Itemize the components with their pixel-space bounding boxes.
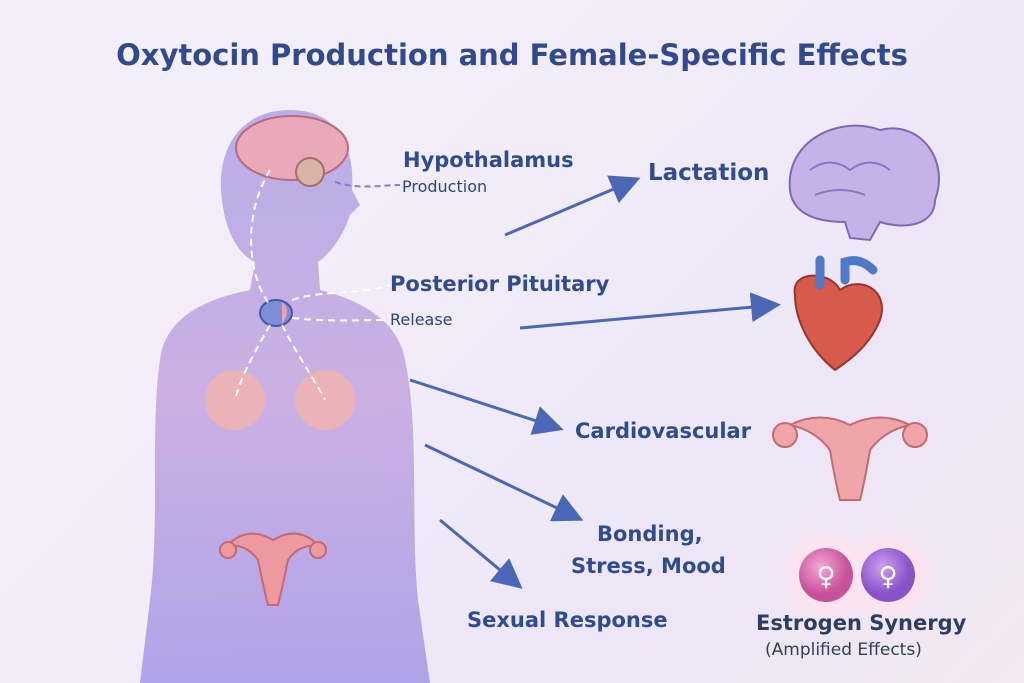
amplified-effects-label: (Amplified Effects)	[765, 640, 922, 660]
estrogen-synergy-icon: ♀ ♀	[776, 525, 938, 625]
female-silhouette	[140, 110, 430, 683]
stress-mood-label: Stress, Mood	[571, 554, 726, 578]
sexual-response-label: Sexual Response	[467, 608, 668, 632]
hypothalamus-label: Hypothalamus	[403, 148, 574, 172]
brain-icon-in-head	[235, 115, 349, 187]
pituitary-gland-icon	[259, 299, 293, 327]
svg-text:♀: ♀	[816, 562, 835, 592]
cardiovascular-label: Cardiovascular	[575, 419, 752, 443]
brain-icon	[788, 124, 940, 242]
release-label: Release	[390, 310, 453, 329]
production-label: Production	[402, 177, 488, 196]
uterus-icon	[772, 416, 928, 501]
estrogen-synergy-label: Estrogen Synergy	[756, 611, 967, 635]
lactation-label: Lactation	[648, 160, 770, 186]
hormone-pathway-dashed-lines	[234, 169, 391, 401]
hypothalamus-pointer	[334, 181, 401, 188]
effect-arrows	[409, 175, 781, 589]
svg-text:♀: ♀	[878, 562, 897, 592]
uterus-icon-in-body	[219, 532, 327, 606]
page-title: Oxytocin Production and Female-Specific …	[116, 38, 908, 72]
posterior-pituitary-label: Posterior Pituitary	[390, 272, 610, 296]
heart-icon	[793, 255, 883, 372]
bonding-label: Bonding,	[597, 522, 703, 546]
